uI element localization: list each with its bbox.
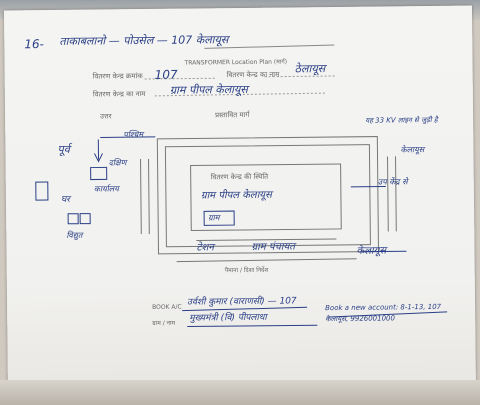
center-box-title: वितरण केन्द्र की स्थिति (210, 172, 269, 182)
background-bottom (0, 380, 480, 405)
footer-label2: ग्राम / नाम (152, 319, 176, 327)
row3-right: प्रस्तावित मार्ग (215, 110, 250, 120)
annotation-right-top: यह 33 KV लाइन से जुड़ी है (365, 115, 438, 125)
outer-frame (156, 136, 380, 255)
bottom-right-label: केलायूस (356, 245, 387, 257)
footer-label1: BOOK A/C (152, 303, 182, 311)
header-line: ताकाबलानो — पोउसेल — 107 केलायूस (59, 33, 229, 48)
header-underline (204, 44, 335, 49)
bottom-left-label: टेशन (196, 242, 214, 254)
annotation-left-bottom: विद्युत (66, 230, 83, 240)
center-box-mark: ग्राम (208, 213, 220, 223)
annotation-left-house: घर (60, 194, 71, 205)
form-title: TRANSFORMER Location Plan (मार्ग) (184, 58, 288, 67)
row2-label: वितरण केन्द्र का नाम (92, 89, 146, 99)
row1-right-value: ठेलायूस (294, 62, 326, 76)
annotation-right-mid: उप केंद्र से (377, 177, 408, 187)
left-house-box (90, 166, 108, 181)
annotation-arrow-label: पश्चिम (123, 130, 144, 140)
arrow-head (94, 153, 103, 163)
center-box-line: ग्राम पीपल केलायूस (200, 189, 272, 202)
row2-line (154, 92, 325, 97)
inner-frame (164, 144, 371, 248)
footer-value1: उर्वशी कुमार (वाराणसी) — 107 (186, 296, 297, 308)
row1-value: 107 (154, 67, 178, 82)
footer-value2: मुख्यमंत्री (वि) पीपलाधा (189, 312, 267, 324)
bottom-mid-label: ग्राम पंचायत (251, 241, 296, 253)
footer-right: Book a new account: 8-1-13, 107 केलायूस,… (325, 302, 442, 323)
left-small-box (35, 181, 49, 201)
serial-number: 16- (24, 37, 44, 52)
annotation-south: दक्षिण (108, 158, 127, 168)
annotation-right-bottom: केलायूस (400, 145, 425, 155)
row2-value: ग्राम पीपल केलायूस (169, 82, 248, 97)
annotation-left-box: कार्यालय (93, 184, 119, 194)
row1-right-label: वितरण केन्द्र का नाम (226, 70, 280, 80)
center-inner-box (203, 210, 235, 226)
row1-label: वितरण केन्द्र क्रमांक (92, 72, 143, 81)
row3-left: उत्तर (100, 112, 112, 121)
drawing-layer (35, 44, 448, 328)
arrow-line-h (100, 136, 156, 138)
annotation-left-top: पूर्व (57, 142, 70, 156)
center-box (190, 163, 342, 232)
paper-sheet: 16- ताकाबलानो — पोउसेल — 107 केलायूस TRA… (3, 5, 477, 403)
scale-note: पैमाना / दिशा निर्देश (224, 266, 269, 275)
